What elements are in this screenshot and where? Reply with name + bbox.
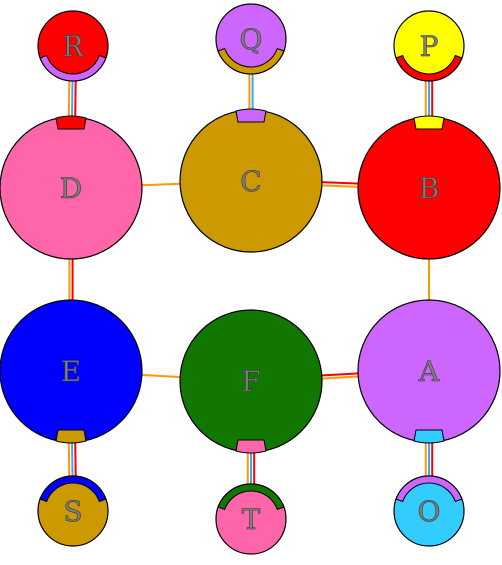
node-p-label: P <box>420 30 439 63</box>
node-e-label: E <box>61 355 81 388</box>
node-c-label: C <box>240 165 261 198</box>
node-r-label: R <box>62 30 84 63</box>
node-b-label: B <box>419 172 440 205</box>
node-f-label: F <box>241 365 260 398</box>
node-c-port-badge <box>236 109 266 122</box>
node-a-port-badge <box>414 430 444 443</box>
node-a-label: A <box>418 355 440 388</box>
node-b-port-badge <box>414 116 444 129</box>
node-d-port-badge <box>56 116 86 129</box>
node-q-label: Q <box>240 23 263 56</box>
badges-layer <box>40 49 462 510</box>
node-s-label: S <box>63 495 82 528</box>
node-e-port-badge <box>56 430 86 443</box>
node-d-label: D <box>60 172 82 205</box>
node-o-label: O <box>418 495 441 528</box>
node-f-port-badge <box>236 440 266 453</box>
node-t-label: T <box>242 503 261 536</box>
